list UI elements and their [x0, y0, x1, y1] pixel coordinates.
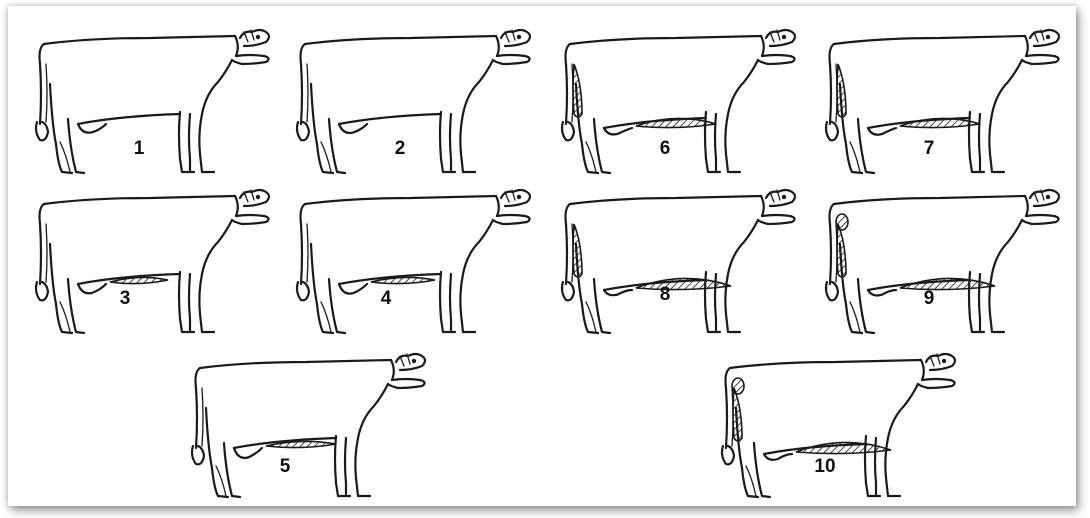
cow-label: 9 [804, 288, 1054, 310]
cow-label: 5 [160, 456, 410, 478]
cow-label: 6 [540, 138, 790, 160]
tailhead-fat-shading [573, 224, 582, 277]
cow-drawing [556, 184, 806, 334]
cow-figure-5: 5 [186, 348, 436, 498]
cow-label: 8 [540, 284, 790, 306]
tailhead-patch-shading [732, 378, 744, 394]
cow-label: 1 [14, 138, 264, 160]
cow-outline [36, 190, 269, 333]
cow-label: 4 [261, 288, 511, 310]
cow-figure-9: 9 [820, 184, 1070, 334]
tailhead-fat-shading [837, 224, 846, 277]
cow-outline [826, 190, 1059, 333]
cow-figure-1: 1 [30, 24, 280, 174]
cow-drawing [291, 184, 541, 334]
brisket-fat-shading [636, 118, 716, 127]
brisket-fat-shading [796, 442, 891, 453]
cow-label: 7 [804, 138, 1054, 160]
cow-figure-2: 2 [291, 24, 541, 174]
cow-figure-10: 10 [716, 348, 966, 498]
tailhead-patch-shading [836, 214, 848, 230]
tailhead-fat-shading [573, 64, 582, 117]
cow-outline [297, 190, 530, 333]
cow-figure-3: 3 [30, 184, 280, 334]
cow-drawing [30, 184, 280, 334]
cow-figure-6: 6 [556, 24, 806, 174]
cow-label: 3 [0, 288, 250, 310]
cow-label: 10 [700, 456, 950, 478]
cow-outline [562, 190, 795, 333]
tailhead-fat-shading [837, 64, 846, 117]
brisket-fat-shading [900, 118, 980, 127]
tailhead-fat-shading [733, 388, 742, 441]
cow-figure-8: 8 [556, 184, 806, 334]
cow-drawing [820, 184, 1070, 334]
cow-figure-7: 7 [820, 24, 1070, 174]
cow-label: 2 [275, 138, 525, 160]
cow-figure-4: 4 [291, 184, 541, 334]
